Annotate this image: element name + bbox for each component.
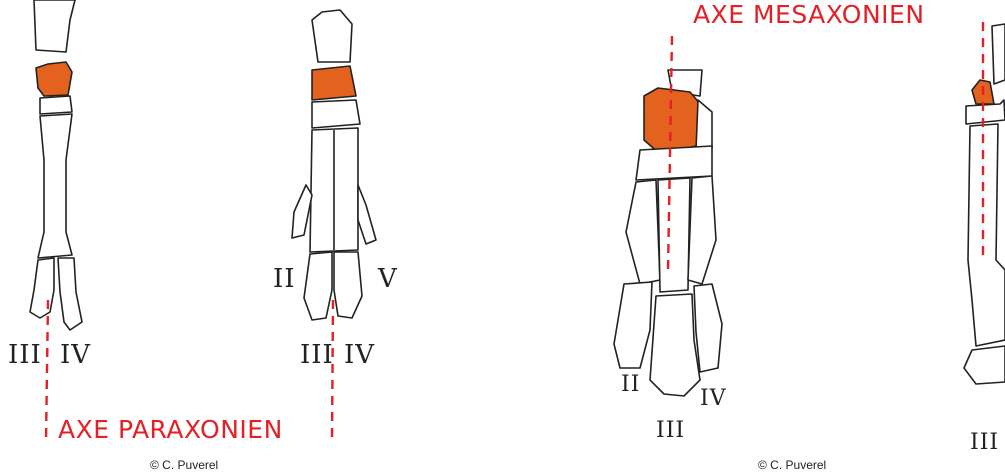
fig1-tibia (34, 0, 75, 52)
fig3-metatarsal-ii (626, 180, 660, 284)
figure-3-mesaxonic-foot (614, 36, 722, 396)
fig1-highlighted-tarsal (36, 62, 72, 96)
fig4-cannon-bone (968, 124, 1005, 346)
fig1-lower-tarsal (40, 96, 72, 114)
fig4-digit-iii-label: III (970, 430, 999, 455)
fig1-digit-iii (30, 258, 54, 318)
fig1-cannon-bone (38, 114, 72, 258)
credit-left: © C. Puverel (150, 458, 218, 472)
fig3-digit-ii (614, 282, 652, 368)
fig2-digit-iv-label: IV (344, 340, 375, 370)
fig1-axis-line (46, 300, 48, 440)
figure-1-paraxonic-foot (30, 0, 82, 440)
fig3-distal-tarsals (636, 146, 712, 180)
fig3-metatarsal-iii (658, 178, 690, 292)
credit-right: © C. Puverel (758, 458, 826, 472)
fig1-digit-iv (58, 258, 82, 330)
fig2-lower-tarsal (312, 100, 360, 128)
fig2-digit-ii-label: II (273, 264, 296, 294)
fig3-tarsal-side (696, 100, 712, 150)
fig3-digit-iii-label: III (656, 418, 685, 443)
fig3-highlighted-tarsal (644, 88, 702, 154)
fig4-hoof (964, 346, 1005, 384)
fig2-tibia (312, 10, 352, 62)
fig3-digit-iii (650, 294, 700, 396)
fig2-highlighted-tarsal (312, 66, 356, 100)
fig3-digit-iv-label: IV (700, 386, 727, 411)
fig2-digit-iii-label: III (300, 340, 334, 370)
fig2-dewclaw-left (292, 185, 312, 238)
fig2-digit-iv (334, 252, 362, 318)
fig3-metatarsal-iv (688, 176, 716, 284)
fig2-dewclaw-right (358, 185, 376, 244)
paraxonic-axis-label: AXE PARAXONIEN (58, 415, 283, 444)
fig3-digit-iv (694, 284, 722, 372)
fig1-digit-iii-label: III (8, 340, 42, 370)
fig4-tibia-edge (992, 24, 1005, 84)
mesaxonic-axis-label: AXE MESAXONIEN (693, 0, 925, 29)
fig1-digit-iv-label: IV (60, 340, 91, 370)
fig2-digit-iii (304, 252, 332, 320)
figure-2-paraxonic-foot (292, 10, 376, 440)
figure-4-mesaxonic-foot (964, 22, 1005, 384)
fig2-axis-line (332, 300, 333, 440)
fig2-digit-v-label: V (378, 264, 398, 294)
fig3-digit-ii-label: II (621, 372, 640, 397)
